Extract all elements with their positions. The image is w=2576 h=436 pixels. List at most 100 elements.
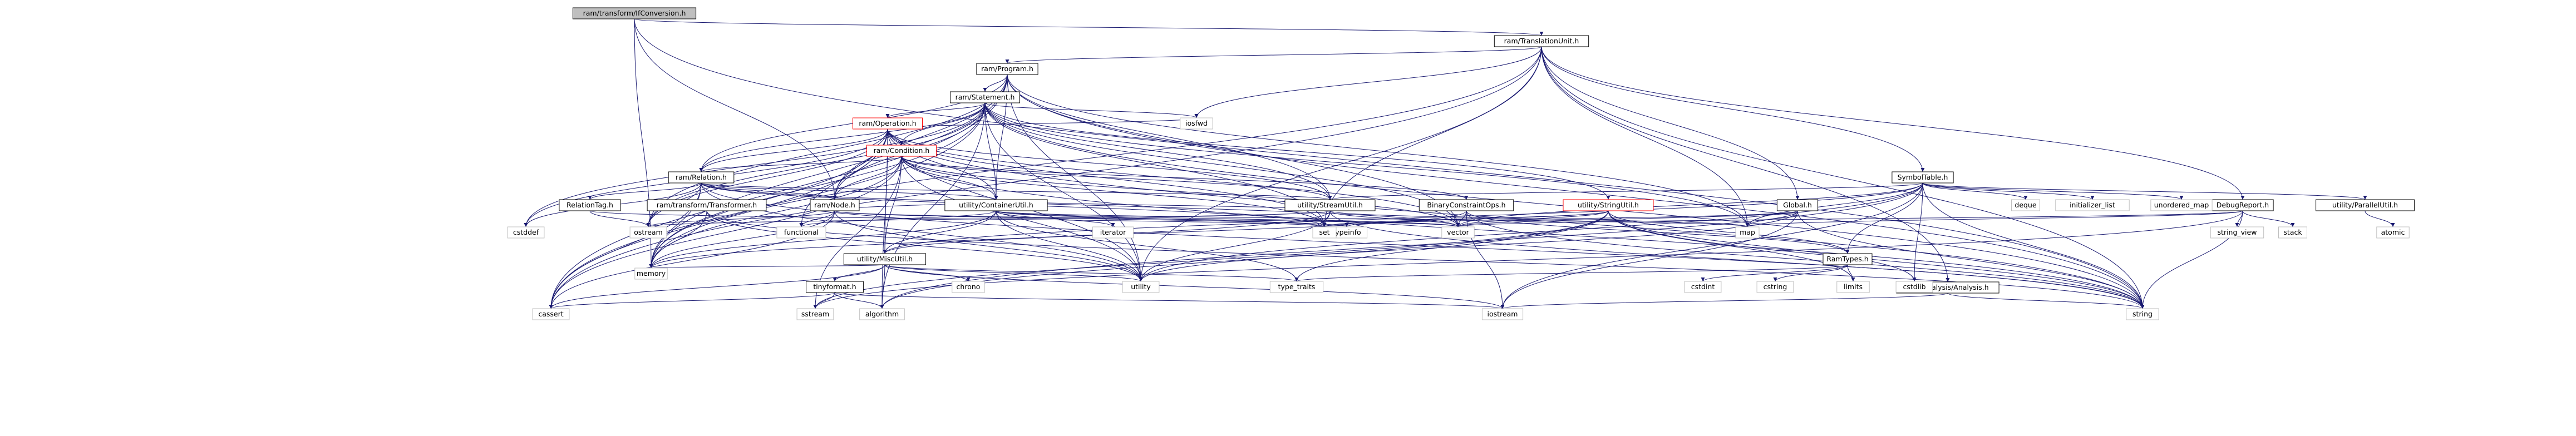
node-label: algorithm [865, 310, 899, 318]
node-tinyformat-h[interactable]: tinyformat.h [806, 281, 864, 293]
node-box [952, 281, 985, 293]
node-box[interactable] [866, 145, 937, 157]
node-box[interactable] [572, 7, 697, 19]
node-label: SymbolTable.h [1898, 173, 1948, 181]
node-box[interactable] [647, 199, 767, 211]
node-ram-node-h[interactable]: ram/Node.h [810, 199, 860, 211]
node-global-h[interactable]: Global.h [1776, 199, 1819, 211]
node-cstring: cstring [1756, 281, 1794, 293]
node-symboltable-h[interactable]: SymbolTable.h [1892, 171, 1954, 184]
node-stack: stack [2278, 226, 2307, 239]
node-ram-relation-h[interactable]: ram/Relation.h [668, 171, 735, 184]
node-label: Global.h [1783, 201, 1812, 209]
node-box[interactable] [806, 281, 864, 293]
edge-program-to-ostream [646, 74, 1008, 227]
node-box[interactable] [976, 63, 1038, 75]
node-box [634, 267, 668, 280]
node-box [1756, 281, 1794, 293]
node-label: RamTypes.h [1826, 255, 1868, 263]
edge-translationunit-to-analysis [1541, 46, 1950, 283]
edge-translationunit-to-iosfwd [1194, 46, 1542, 118]
node-box[interactable] [810, 199, 860, 211]
edge-ifconversion-to-translationunit [634, 18, 1543, 36]
node-box[interactable] [668, 171, 735, 184]
node-relationtag-h[interactable]: RelationTag.h [559, 199, 621, 211]
node-box[interactable] [853, 117, 923, 130]
node-box[interactable] [1892, 171, 1954, 184]
node-box[interactable] [1823, 253, 1873, 265]
node-box[interactable] [1418, 199, 1514, 211]
node-label: utility/ContainerUtil.h [959, 201, 1033, 209]
node-label: type_traits [1278, 283, 1316, 291]
node-label: ram/transform/Transformer.h [657, 201, 757, 209]
node-box[interactable] [950, 91, 1020, 103]
node-box[interactable] [843, 253, 927, 265]
node-label: ram/Condition.h [874, 146, 930, 155]
edge-statement-to-streamutil [984, 102, 1332, 200]
node-atomic: atomic [2376, 226, 2410, 239]
node-box [1735, 226, 1760, 239]
node-label: utility [1131, 283, 1151, 291]
node-box[interactable] [944, 199, 1048, 211]
node-box[interactable] [2316, 199, 2415, 211]
edge-containerutil-to-iterator [996, 210, 1115, 227]
edge-translationunit-to-memory [649, 46, 1542, 269]
edge-operation-to-string [887, 128, 2145, 309]
edge-symboltable-to-deque [1922, 182, 2028, 200]
edge-symboltable-to-map [1745, 182, 1923, 227]
node-utility: utility [1122, 281, 1160, 293]
node-label: memory [637, 269, 666, 278]
edge-debugreport-to-sstream [813, 210, 2243, 309]
edge-relation-to-vector [701, 182, 1460, 227]
edge-symboltable-to-miscutil [883, 182, 1923, 254]
edge-parallelutil-to-atomic [2365, 210, 2395, 227]
edge-ifconversion-to-string [634, 18, 2145, 309]
edge-streamutil-to-string [1329, 210, 2145, 309]
node-ramtypes-h[interactable]: RamTypes.h [1823, 253, 1873, 265]
node-map: map [1735, 226, 1760, 239]
node-utility-parallelutil-h[interactable]: utility/ParallelUtil.h [2316, 199, 2415, 211]
edge-relation-to-containerutil [701, 182, 998, 200]
node-box[interactable] [1563, 199, 1654, 211]
node-utility-containerutil-h[interactable]: utility/ContainerUtil.h [944, 199, 1048, 211]
node-binaryconstraintops-h[interactable]: BinaryConstraintOps.h [1418, 199, 1514, 211]
node-utility-stringutil-h[interactable]: utility/StringUtil.h [1563, 199, 1654, 211]
node-cassert: cassert [532, 308, 570, 320]
edge-condition-to-miscutil [883, 156, 902, 254]
node-box[interactable] [1284, 199, 1376, 211]
node-box[interactable] [1776, 199, 1819, 211]
node-ram-operation-h[interactable]: ram/Operation.h [853, 117, 923, 130]
node-deque: deque [2011, 199, 2040, 211]
node-ram-statement-h[interactable]: ram/Statement.h [950, 91, 1020, 103]
node-box [2278, 226, 2307, 239]
edge-symboltable-to-initializer-list [1922, 182, 2095, 200]
edge-translationunit-to-global [1541, 46, 1800, 200]
node-ram-condition-h[interactable]: ram/Condition.h [866, 145, 937, 157]
edge-symboltable-to-cstdlib [1912, 182, 1923, 282]
node-ram-transform-ifconversion-h[interactable]: ram/transform/IfConversion.h [572, 7, 697, 19]
node-type-traits: type_traits [1269, 281, 1324, 293]
edge-stringutil-to-set [1322, 210, 1609, 227]
edge-streamutil-to-ostream [647, 210, 1331, 227]
node-debugreport-h[interactable]: DebugReport.h [2211, 199, 2274, 211]
edge-translationunit-to-symboltable [1541, 46, 1925, 172]
edge-streamutil-to-utility [1139, 210, 1331, 282]
edge-ramtypes-to-type-traits [1294, 264, 1848, 282]
node-label: cstdint [1691, 283, 1715, 291]
edge-ramnode-to-cassert [549, 210, 835, 309]
node-box[interactable] [1494, 35, 1589, 47]
node-label: stack [2283, 228, 2302, 236]
edge-program-to-string [1007, 74, 2145, 309]
edge-ramtypes-to-limits [1847, 264, 1855, 282]
edge-statement-to-containerutil [984, 102, 998, 200]
node-box[interactable] [559, 199, 621, 211]
node-ram-translationunit-h[interactable]: ram/TranslationUnit.h [1494, 35, 1589, 47]
node-utility-streamutil-h[interactable]: utility/StreamUtil.h [1284, 199, 1376, 211]
edge-condition-to-ramnode [833, 156, 902, 200]
node-label: string_view [2218, 228, 2257, 236]
node-ram-program-h[interactable]: ram/Program.h [976, 63, 1038, 75]
edge-global-to-vector [1456, 210, 1798, 227]
node-utility-miscutil-h[interactable]: utility/MiscUtil.h [843, 253, 927, 265]
edge-binaryconstraintops-to-miscutil [883, 210, 1467, 254]
node-ram-transform-transformer-h[interactable]: ram/transform/Transformer.h [647, 199, 767, 211]
